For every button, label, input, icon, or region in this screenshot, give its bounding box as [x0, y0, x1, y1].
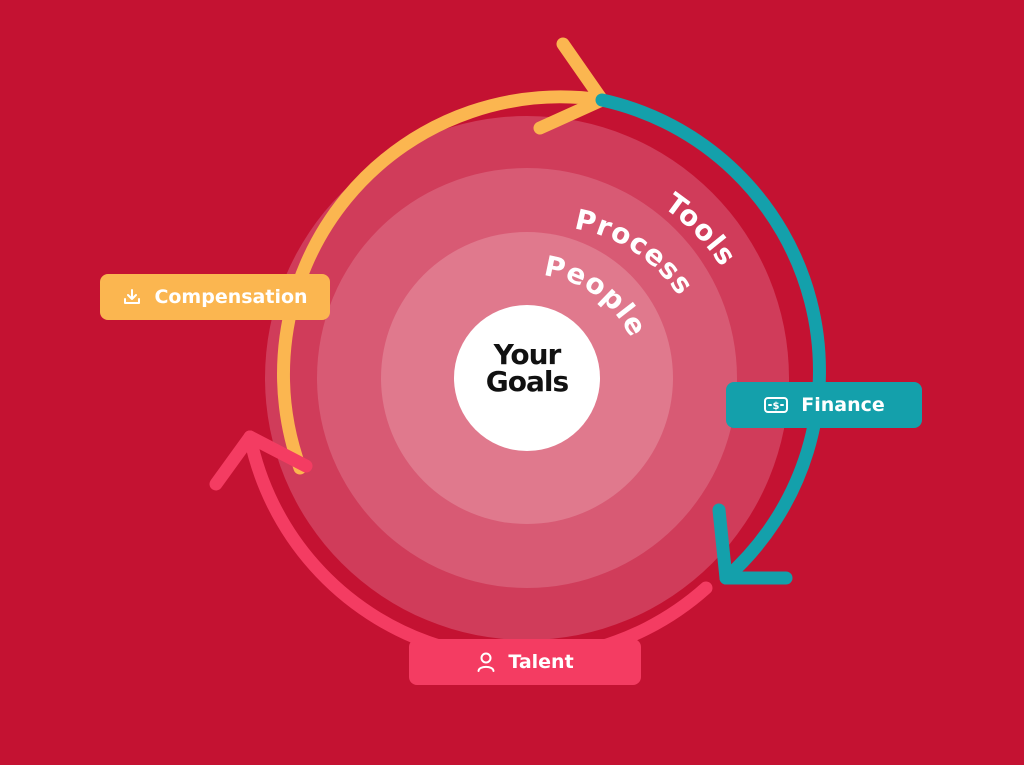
compensation-arrowhead	[533, 37, 609, 135]
center-line-2: Goals	[486, 365, 569, 398]
svg-text:$: $	[773, 401, 780, 412]
goals-center	[454, 305, 600, 451]
compensation-pill: Compensation	[100, 274, 330, 320]
finance-arrowhead	[712, 503, 793, 585]
finance-arc	[595, 93, 826, 585]
talent-label: Talent	[508, 651, 574, 673]
talent-pill: Talent	[409, 639, 641, 685]
compensation-arc	[277, 90, 609, 475]
finance-label: Finance	[801, 394, 885, 416]
money-icon: $	[763, 395, 789, 415]
finance-pill: $ Finance	[726, 382, 922, 428]
person-icon	[476, 651, 496, 673]
download-icon	[122, 287, 142, 307]
compensation-label: Compensation	[154, 286, 308, 308]
talent-arrowhead	[209, 430, 313, 491]
center-line-1: Your	[493, 338, 562, 371]
